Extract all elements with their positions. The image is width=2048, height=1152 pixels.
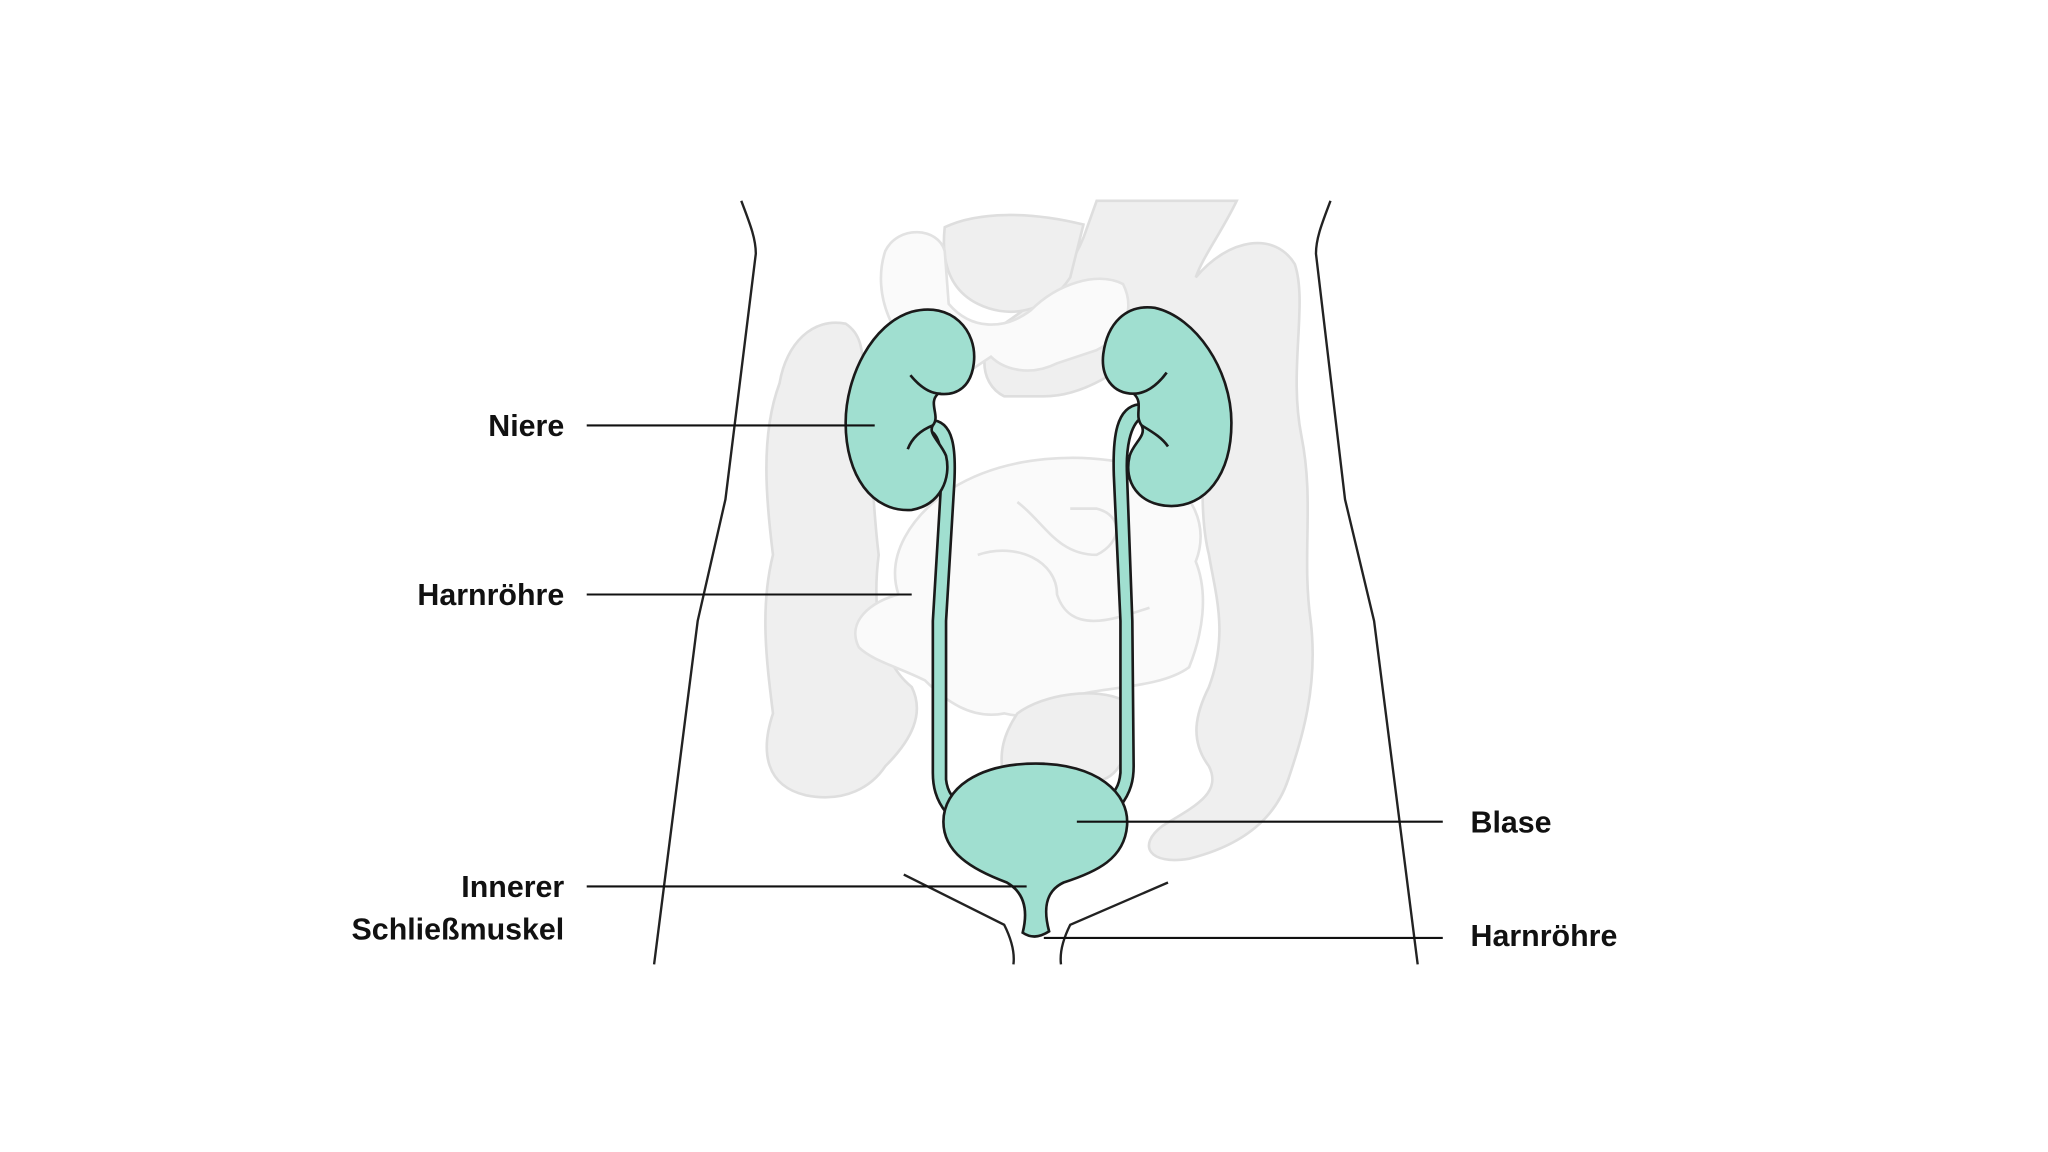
- right-kidney-hilum: [1133, 371, 1170, 448]
- body-outline-right: [1314, 200, 1419, 965]
- pelvis-left: [903, 873, 1015, 965]
- label-kidney: Niere: [488, 409, 564, 443]
- label-ureter: Harnröhre: [417, 578, 564, 612]
- label-sphincter-line2: Schließmuskel: [352, 912, 565, 946]
- label-urethra: Harnröhre: [1471, 919, 1618, 953]
- left-kidney: [844, 308, 976, 512]
- pelvis-right: [1059, 881, 1169, 965]
- label-sphincter-line1: Innerer: [461, 870, 564, 904]
- right-kidney: [1101, 306, 1233, 508]
- background-intestines: [764, 199, 1314, 862]
- label-bladder: Blase: [1471, 805, 1552, 839]
- body-outline-left: [652, 200, 758, 965]
- left-kidney-hilum: [906, 374, 941, 450]
- bladder: [942, 762, 1129, 938]
